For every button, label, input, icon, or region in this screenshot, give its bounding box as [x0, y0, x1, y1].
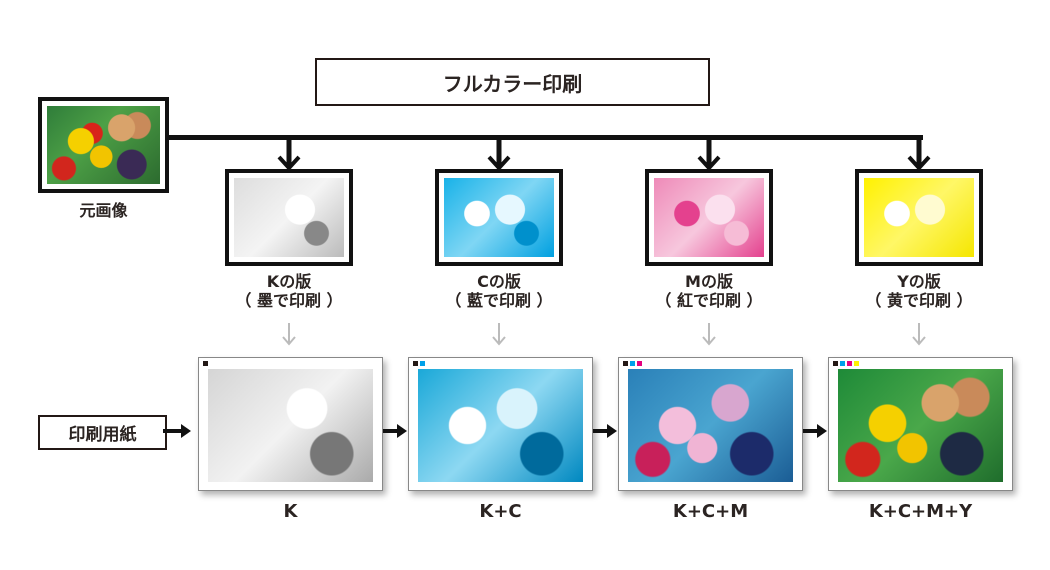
color-mark: [203, 361, 208, 366]
color-mark: [840, 361, 845, 366]
plate-subtitle: （ 黄で印刷 ）: [865, 291, 973, 310]
plate-image: [234, 178, 344, 257]
color-mark: [420, 361, 425, 366]
color-mark: [637, 361, 642, 366]
sheet-image: [418, 369, 583, 482]
plate-frame: [645, 169, 773, 266]
sheet-label: K+C: [479, 501, 522, 522]
printed-sheet: [408, 357, 593, 491]
sheet-label: K+C+M+Y: [868, 501, 973, 522]
color-mark: [630, 361, 635, 366]
arrow-down-icon: [487, 138, 511, 171]
printed-sheet: [198, 357, 383, 491]
color-mark: [623, 361, 628, 366]
plate-image: [444, 178, 554, 257]
arrow-right-icon: [803, 424, 827, 438]
color-mark: [847, 361, 852, 366]
plate-image: [654, 178, 764, 257]
original-label: 元画像: [79, 201, 128, 220]
sheet-image: [208, 369, 373, 482]
plate-name: Yの版: [897, 272, 941, 291]
arrow-down-icon: [277, 138, 301, 171]
arrow-down-gray-icon: [702, 323, 716, 346]
printed-sheet: [828, 357, 1013, 491]
color-mark: [413, 361, 418, 366]
arrow-down-icon: [697, 138, 721, 171]
plate-subtitle: （ 紅で印刷 ）: [655, 291, 763, 310]
plate-frame: [435, 169, 563, 266]
color-mark: [854, 361, 859, 366]
arrow-down-gray-icon: [492, 323, 506, 346]
arrow-down-gray-icon: [282, 323, 296, 346]
registration-marks: [203, 361, 208, 366]
plate-name: Kの版: [266, 272, 312, 291]
arrow-down-gray-icon: [912, 323, 926, 346]
arrow-down-icon: [907, 138, 931, 171]
title: フルカラー印刷: [442, 71, 583, 96]
sheet-label: K+C+M: [672, 501, 749, 522]
registration-marks: [833, 361, 859, 366]
plate-frame: [855, 169, 983, 266]
title-box: フルカラー印刷: [315, 58, 710, 106]
sheet-image: [628, 369, 793, 482]
plate-image: [864, 178, 974, 257]
arrow-right-icon: [383, 424, 407, 438]
registration-marks: [413, 361, 425, 366]
paper-label: 印刷用紙: [68, 425, 137, 445]
plate-frame: [225, 169, 353, 266]
registration-marks: [623, 361, 642, 366]
paper-label-box: 印刷用紙: [38, 415, 167, 450]
sheet-label: K: [283, 501, 298, 522]
plate-subtitle: （ 藍で印刷 ）: [445, 291, 553, 310]
distribution-line: [168, 135, 923, 140]
plate-name: Cの版: [477, 272, 521, 291]
plate-name: Mの版: [685, 272, 733, 291]
arrow-right-icon: [163, 424, 191, 438]
original-image-frame: [38, 97, 169, 193]
arrow-right-icon: [593, 424, 617, 438]
sheet-image: [838, 369, 1003, 482]
printed-sheet: [618, 357, 803, 491]
original-image: [47, 106, 160, 184]
color-mark: [833, 361, 838, 366]
plate-subtitle: （ 墨で印刷 ）: [235, 291, 343, 310]
